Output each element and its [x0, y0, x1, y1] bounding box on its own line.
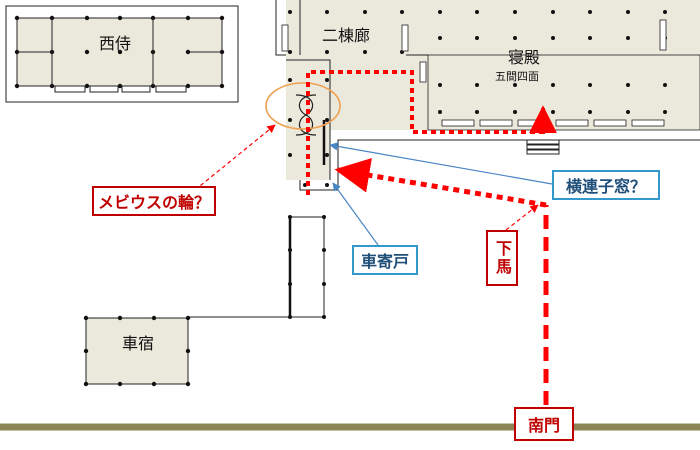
label-shinden-sub: 五間四面 [495, 70, 539, 83]
shinden-stairs [526, 139, 560, 155]
callout-geba: 下馬 [486, 230, 518, 286]
mobius-leader [194, 124, 276, 191]
corridor-south-posts [288, 215, 326, 319]
yoko-renji-leader [329, 142, 553, 185]
kuruma-yado-posts [83, 315, 191, 387]
shinden-interior [427, 54, 700, 131]
label-nishi-samurai: 西侍 [99, 34, 132, 53]
label-kuruma-yado: 車宿 [122, 334, 155, 353]
callout-nanmon: 南門 [514, 407, 574, 441]
label-shinden: 寝殿 [508, 48, 541, 67]
nishi-samurai-posts [14, 15, 225, 89]
shinden-inner-wall [286, 0, 428, 180]
callout-yoko-renji-mado: 横連子窓？ [552, 170, 660, 200]
callout-mobius: メビウスの輪？ [92, 186, 216, 216]
kuruma-yose-leader [332, 182, 379, 246]
callout-kuruma-yose-do: 車寄戸 [352, 245, 418, 275]
route-through-corridor [306, 70, 557, 195]
label-nitou-rou: 二棟廊 [322, 26, 371, 45]
route-diagonal [334, 157, 547, 208]
nishi-samurai-walls [17, 18, 222, 93]
corridor-south [289, 216, 325, 318]
mobius-highlight-ellipse [265, 82, 341, 130]
geba-leader [505, 204, 539, 231]
